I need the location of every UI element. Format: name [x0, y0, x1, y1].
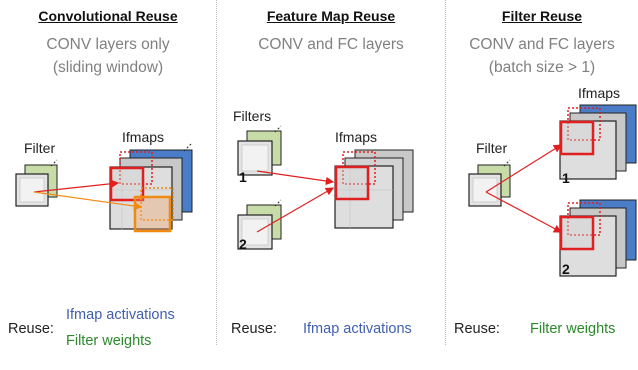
p2-arrow2-icon [256, 187, 335, 233]
filter-label: Filter [24, 140, 56, 156]
panel-divider-left [216, 0, 217, 345]
panel-title: Feature Map Reuse [266, 8, 396, 24]
filter-number-2: 2 [239, 236, 247, 252]
reuse-item-ifmap-activations: Ifmap activations [66, 307, 175, 323]
panel-subtitle-line1: CONV and FC layers [469, 36, 615, 53]
filter-number-1: 1 [239, 169, 247, 185]
panel-title: Filter Reuse [501, 8, 583, 24]
reuse-label: Reuse: [231, 321, 277, 337]
ifmaps-label: Ifmaps [335, 129, 378, 145]
p3-arrow2-icon [485, 191, 563, 233]
filter-label: Filter [476, 140, 508, 156]
panel-filter-reuse: Filter Reuse CONV and FC layers (batch s… [446, 0, 638, 370]
panel-subtitle-line2: (sliding window) [52, 59, 164, 76]
panel-subtitle-line1: CONV and FC layers [258, 36, 404, 53]
filters-label: Filters [233, 108, 272, 124]
p3-ifmap2-stack-icon [559, 199, 637, 277]
reuse-item-filter-weights: Filter weights [530, 321, 616, 337]
panel-title: Convolutional Reuse [38, 8, 178, 24]
p2-ifmap-stack-icon [334, 149, 414, 229]
reuse-label: Reuse: [8, 321, 54, 337]
ifmaps-label: Ifmaps [122, 129, 165, 145]
panel-subtitle-line2: (batch size > 1) [488, 59, 596, 76]
p1-red-arrow-icon [33, 179, 120, 193]
reuse-label: Reuse: [454, 321, 500, 337]
p2-arrow1-icon [256, 170, 335, 186]
reuse-item-filter-weights: Filter weights [66, 333, 152, 349]
panel-convolutional-reuse: Convolutional Reuse CONV layers only (sl… [0, 0, 216, 370]
ifmap-number-2: 2 [562, 261, 570, 277]
p2-filter1-stack-icon [237, 125, 282, 176]
p1-filter-stack-icon [15, 159, 58, 207]
panel-divider-right [445, 0, 446, 345]
p3-arrow1-icon [485, 144, 563, 193]
p1-ifmap-stack-icon [109, 142, 193, 233]
panel-feature-map-reuse: Feature Map Reuse CONV and FC layers Fil… [217, 0, 445, 370]
ifmap-number-1: 1 [562, 170, 570, 186]
p1-orange-arrow-icon [33, 191, 143, 211]
ifmaps-label: Ifmaps [578, 85, 621, 101]
panel-subtitle-line1: CONV layers only [46, 36, 170, 53]
reuse-item-ifmap-activations: Ifmap activations [303, 321, 412, 337]
